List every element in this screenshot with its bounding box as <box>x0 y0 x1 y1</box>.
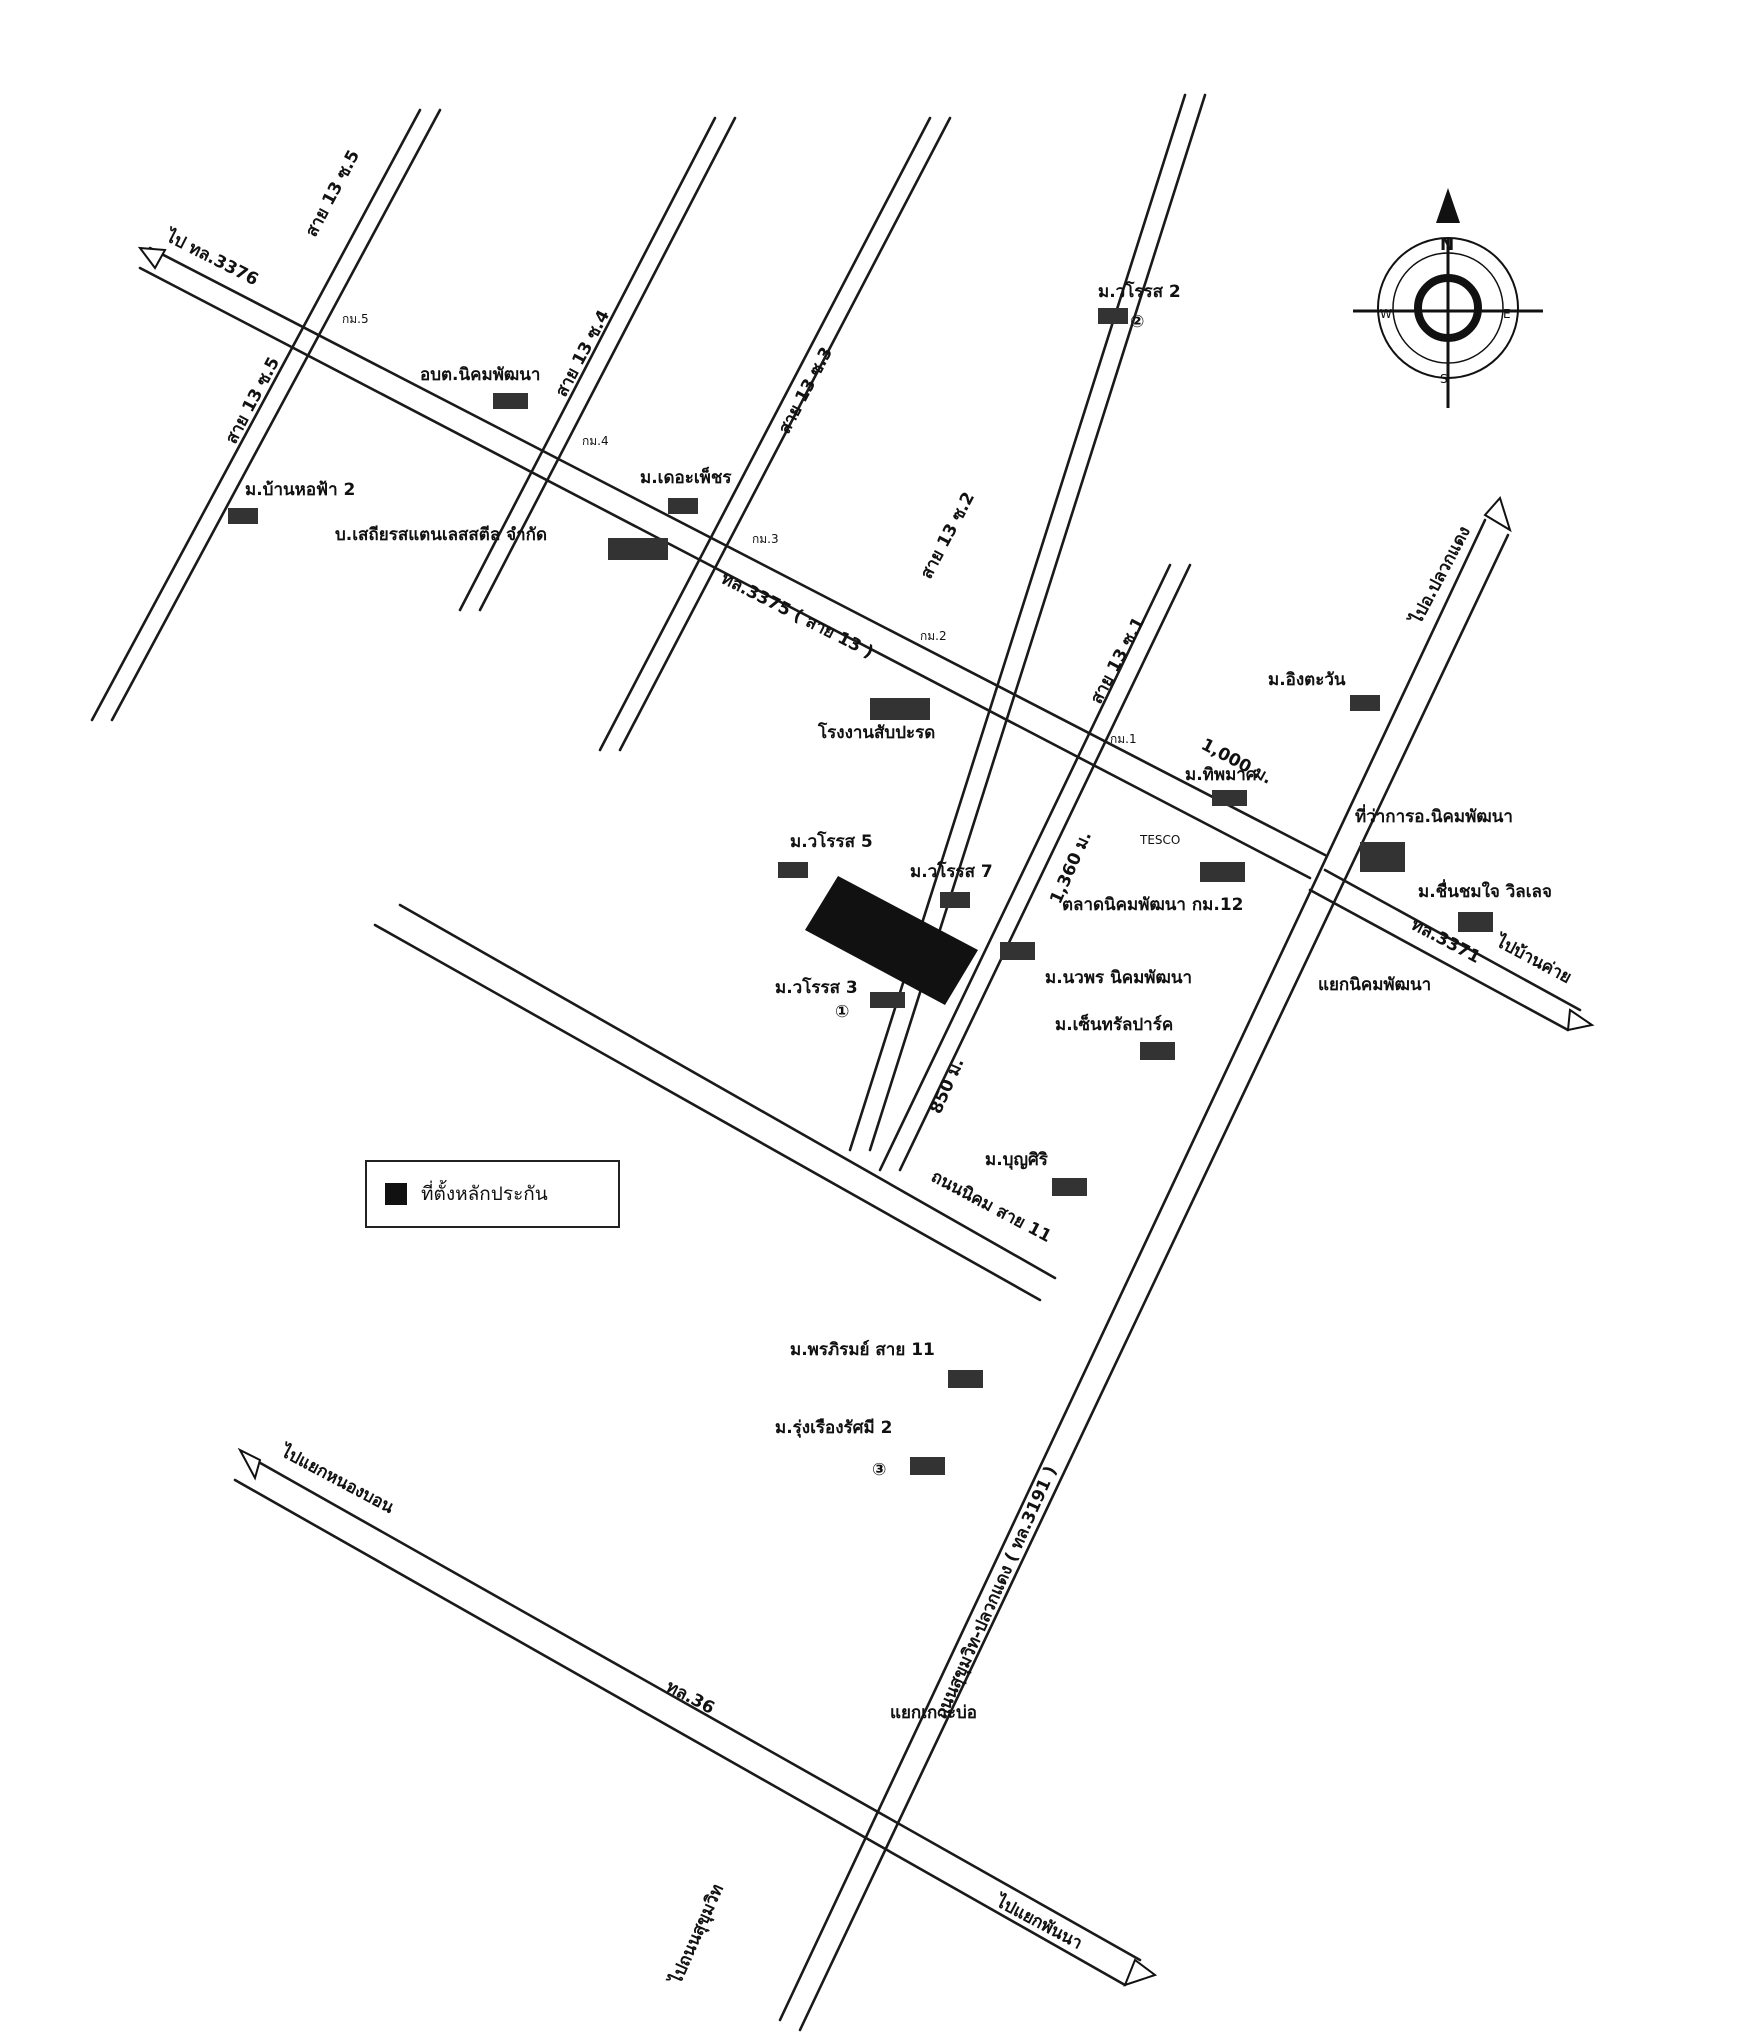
road-label-sukhumvit-pluak: ถนนสุขุมวิท-ปลวกแดง ( ทล.3191 ) <box>931 1463 1061 1722</box>
road-label-11: ถนนนิคม สาย 11 <box>928 1167 1055 1247</box>
place-market: ตลาดนิคมพัฒนา กม.12 <box>1062 895 1244 915</box>
place-sapparot: โรงงานสับปะรด <box>817 722 935 743</box>
place-bunsiri: ม.บุญศิริ <box>985 1150 1049 1170</box>
road-3371 <box>1308 868 1595 1032</box>
road-label-soi2: สาย 13 ซ.2 <box>917 489 979 582</box>
compass-icon: N S E W <box>1353 188 1543 408</box>
road-label-banchai: ไปบ้านค่าย <box>1491 930 1575 988</box>
place-thipmas: ม.ทิพมาศ <box>1185 765 1258 785</box>
road-label-to-sukhumvit: ไปถนนสุขุมวิท <box>665 1881 728 1989</box>
place-kaoprasat-junction: แยกเกาะบ่อ <box>890 1703 977 1723</box>
km-marker-1: กม.1 <box>1110 732 1137 746</box>
soi-roads <box>90 93 1207 1172</box>
km-marker-2: กม.2 <box>920 629 947 643</box>
road-label-soi5b: สาย 13 ซ.5 <box>222 354 284 447</box>
svg-text:W: W <box>1380 307 1392 321</box>
legend-swatch <box>385 1183 407 1205</box>
arrow-west-icon <box>137 246 167 270</box>
place-worarot5: ม.วโรรส 5 <box>790 831 873 852</box>
arrow-west-icon-2 <box>237 1447 262 1481</box>
road-label-soi5: สาย 13 ซ.5 <box>302 147 364 240</box>
place-naphon: ม.นวพร นิคมพัฒนา <box>1045 968 1192 988</box>
svg-text:N: N <box>1440 235 1454 255</box>
building-icon <box>948 1370 983 1388</box>
map-labels: ไป ทล.3376 ทล.3375 ( สาย 13 ) สาย 13 ซ.5… <box>161 147 1575 1989</box>
building-icon <box>1052 1178 1087 1196</box>
km-marker-5: กม.5 <box>342 312 369 326</box>
place-amphoe: ที่ว่าการอ.นิคมพัฒนา <box>1355 804 1513 827</box>
road-label-soi1: สาย 13 ซ.1 <box>1087 614 1149 707</box>
collateral-location <box>805 876 978 1005</box>
factory-icon <box>870 698 930 720</box>
building-icon <box>1000 942 1035 960</box>
svg-text:E: E <box>1503 307 1511 321</box>
road-11 <box>373 903 1057 1302</box>
building-icon <box>1350 695 1380 711</box>
place-ban-hongfa: ม.บ้านหอฟ้า 2 <box>245 480 355 500</box>
legend-box: ที่ตั้งหลักประกัน <box>365 1160 620 1228</box>
building-icon <box>870 992 905 1008</box>
road-36 <box>233 1447 1158 1987</box>
circled-1: ① <box>835 1002 849 1022</box>
market-icon <box>1200 862 1245 882</box>
place-phonphirom: ม.พรภิรมย์ สาย 11 <box>790 1339 935 1360</box>
arrow-east-icon <box>1123 1958 1158 1987</box>
road-label-soi4: สาย 13 ซ.4 <box>552 307 614 401</box>
building-icon <box>1458 912 1493 932</box>
building-icon <box>1140 1042 1175 1060</box>
building-icon <box>1212 790 1247 806</box>
main-road <box>137 246 1327 880</box>
place-asawin: ม.อิงตะวัน <box>1268 670 1346 690</box>
place-steel: บ.เสถียรสแตนเลสสตีล จำกัด <box>335 524 547 545</box>
building-icon <box>910 1457 945 1475</box>
factory-icon <box>608 538 668 560</box>
km-marker-3: กม.3 <box>752 532 779 546</box>
building-icon <box>940 892 970 908</box>
circled-3: ③ <box>872 1460 886 1480</box>
sukhumvit-pluakdaeng-road <box>778 496 1512 2032</box>
place-central: ม.เซ็นทรัลปาร์ค <box>1055 1012 1173 1035</box>
km-marker-4: กม.4 <box>582 434 609 448</box>
place-obt: อบต.นิคมพัฒนา <box>420 365 540 385</box>
arrow-southeast-icon <box>1566 1008 1595 1032</box>
legend-label: ที่ตั้งหลักประกัน <box>421 1183 548 1205</box>
building-icon <box>778 862 808 878</box>
svg-text:S: S <box>1440 372 1448 386</box>
circled-2: ② <box>1130 312 1144 332</box>
government-office-icon <box>1360 842 1405 872</box>
building-icon <box>493 393 528 409</box>
arrow-northeast-icon <box>1483 496 1512 533</box>
place-worarot7: ม.วโรรส 7 <box>910 861 993 882</box>
place-worarot3: ม.วโรรส 3 <box>775 977 858 998</box>
building-icon <box>1098 308 1128 324</box>
place-dechaphet: ม.เดอะเพ็ชร <box>640 465 732 488</box>
building-markers <box>228 308 1493 1475</box>
place-chuenchom: ม.ชื่นชมใจ วิลเลจ <box>1418 879 1552 902</box>
distance-850: 850 ม. <box>926 1055 968 1117</box>
building-icon <box>668 498 698 514</box>
place-nikom-junction: แยกนิคมพัฒนา <box>1318 975 1431 995</box>
place-rungruang: ม.รุ่งเรืองรัศมี 2 <box>775 1417 892 1438</box>
place-worarot2: ม.วโรรส 2 <box>1098 281 1181 302</box>
road-label-36: ทล.36 <box>663 1677 718 1719</box>
place-tesco: TESCO <box>1139 833 1180 847</box>
building-icon <box>228 508 258 524</box>
